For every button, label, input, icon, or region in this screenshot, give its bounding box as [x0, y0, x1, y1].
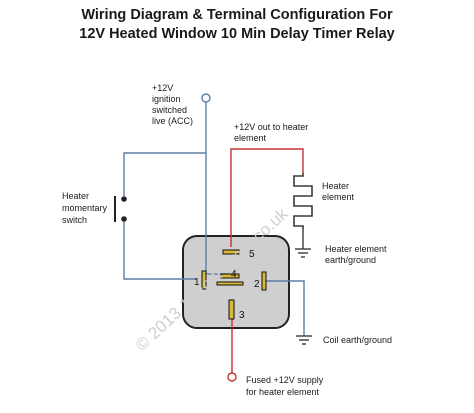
ignition-terminal-icon — [201, 93, 211, 103]
pin-1-blade — [201, 270, 207, 290]
pin-5-blade — [222, 249, 240, 255]
pin-label-5: 5 — [249, 249, 255, 260]
fused-supply-label-line1: Fused +12V supply — [246, 375, 324, 385]
ignition-label-line4: live (ACC) — [152, 116, 193, 126]
pin-2-blade — [261, 271, 267, 291]
switch-return-wire — [123, 222, 196, 280]
diagram-title-line2: 12V Heated Window 10 Min Delay Timer Rel… — [79, 26, 395, 42]
pin-87a-blade — [216, 281, 244, 286]
heater-element-label-line2: element — [322, 192, 355, 202]
heater-earth-label-line1: Heater element — [325, 244, 387, 254]
pin-label-2: 2 — [254, 279, 260, 290]
heater-element-icon — [293, 173, 313, 249]
ignition-label-line2: ignition — [152, 94, 181, 104]
momentary-switch-icon — [114, 196, 127, 222]
coil-earth-wire — [266, 280, 305, 336]
switch-label-line2: momentary — [62, 203, 108, 213]
diagram-title-line1: Wiring Diagram & Terminal Configuration … — [81, 7, 393, 23]
relay-pins — [201, 249, 267, 320]
switch-label-line1: Heater — [62, 191, 89, 201]
heater-out-label-line2: element — [234, 133, 267, 143]
heater-earth-icon — [295, 248, 311, 258]
coil-earth-label: Coil earth/ground — [323, 335, 392, 345]
pin-label-1: 1 — [194, 277, 200, 288]
heater-out-wire — [230, 148, 304, 247]
pin-label-4: 4 — [231, 269, 237, 280]
ignition-label-line1: +12V — [152, 83, 173, 93]
heater-earth-label-line2: earth/ground — [325, 255, 376, 265]
fused-supply-label-line2: for heater element — [246, 387, 320, 397]
coil-earth-icon — [296, 335, 312, 345]
fused-supply-terminal-icon — [227, 372, 237, 382]
heater-wires — [230, 148, 304, 373]
switch-label-line3: switch — [62, 215, 87, 225]
pin-label-3: 3 — [239, 310, 245, 321]
ignition-label-line3: switched — [152, 105, 187, 115]
pin-4-blade — [220, 273, 240, 279]
heater-out-label-line1: +12V out to heater — [234, 122, 308, 132]
pin-3-blade — [228, 299, 235, 320]
heater-element-label-line1: Heater — [322, 181, 349, 191]
switch-feed-wire — [123, 152, 206, 196]
